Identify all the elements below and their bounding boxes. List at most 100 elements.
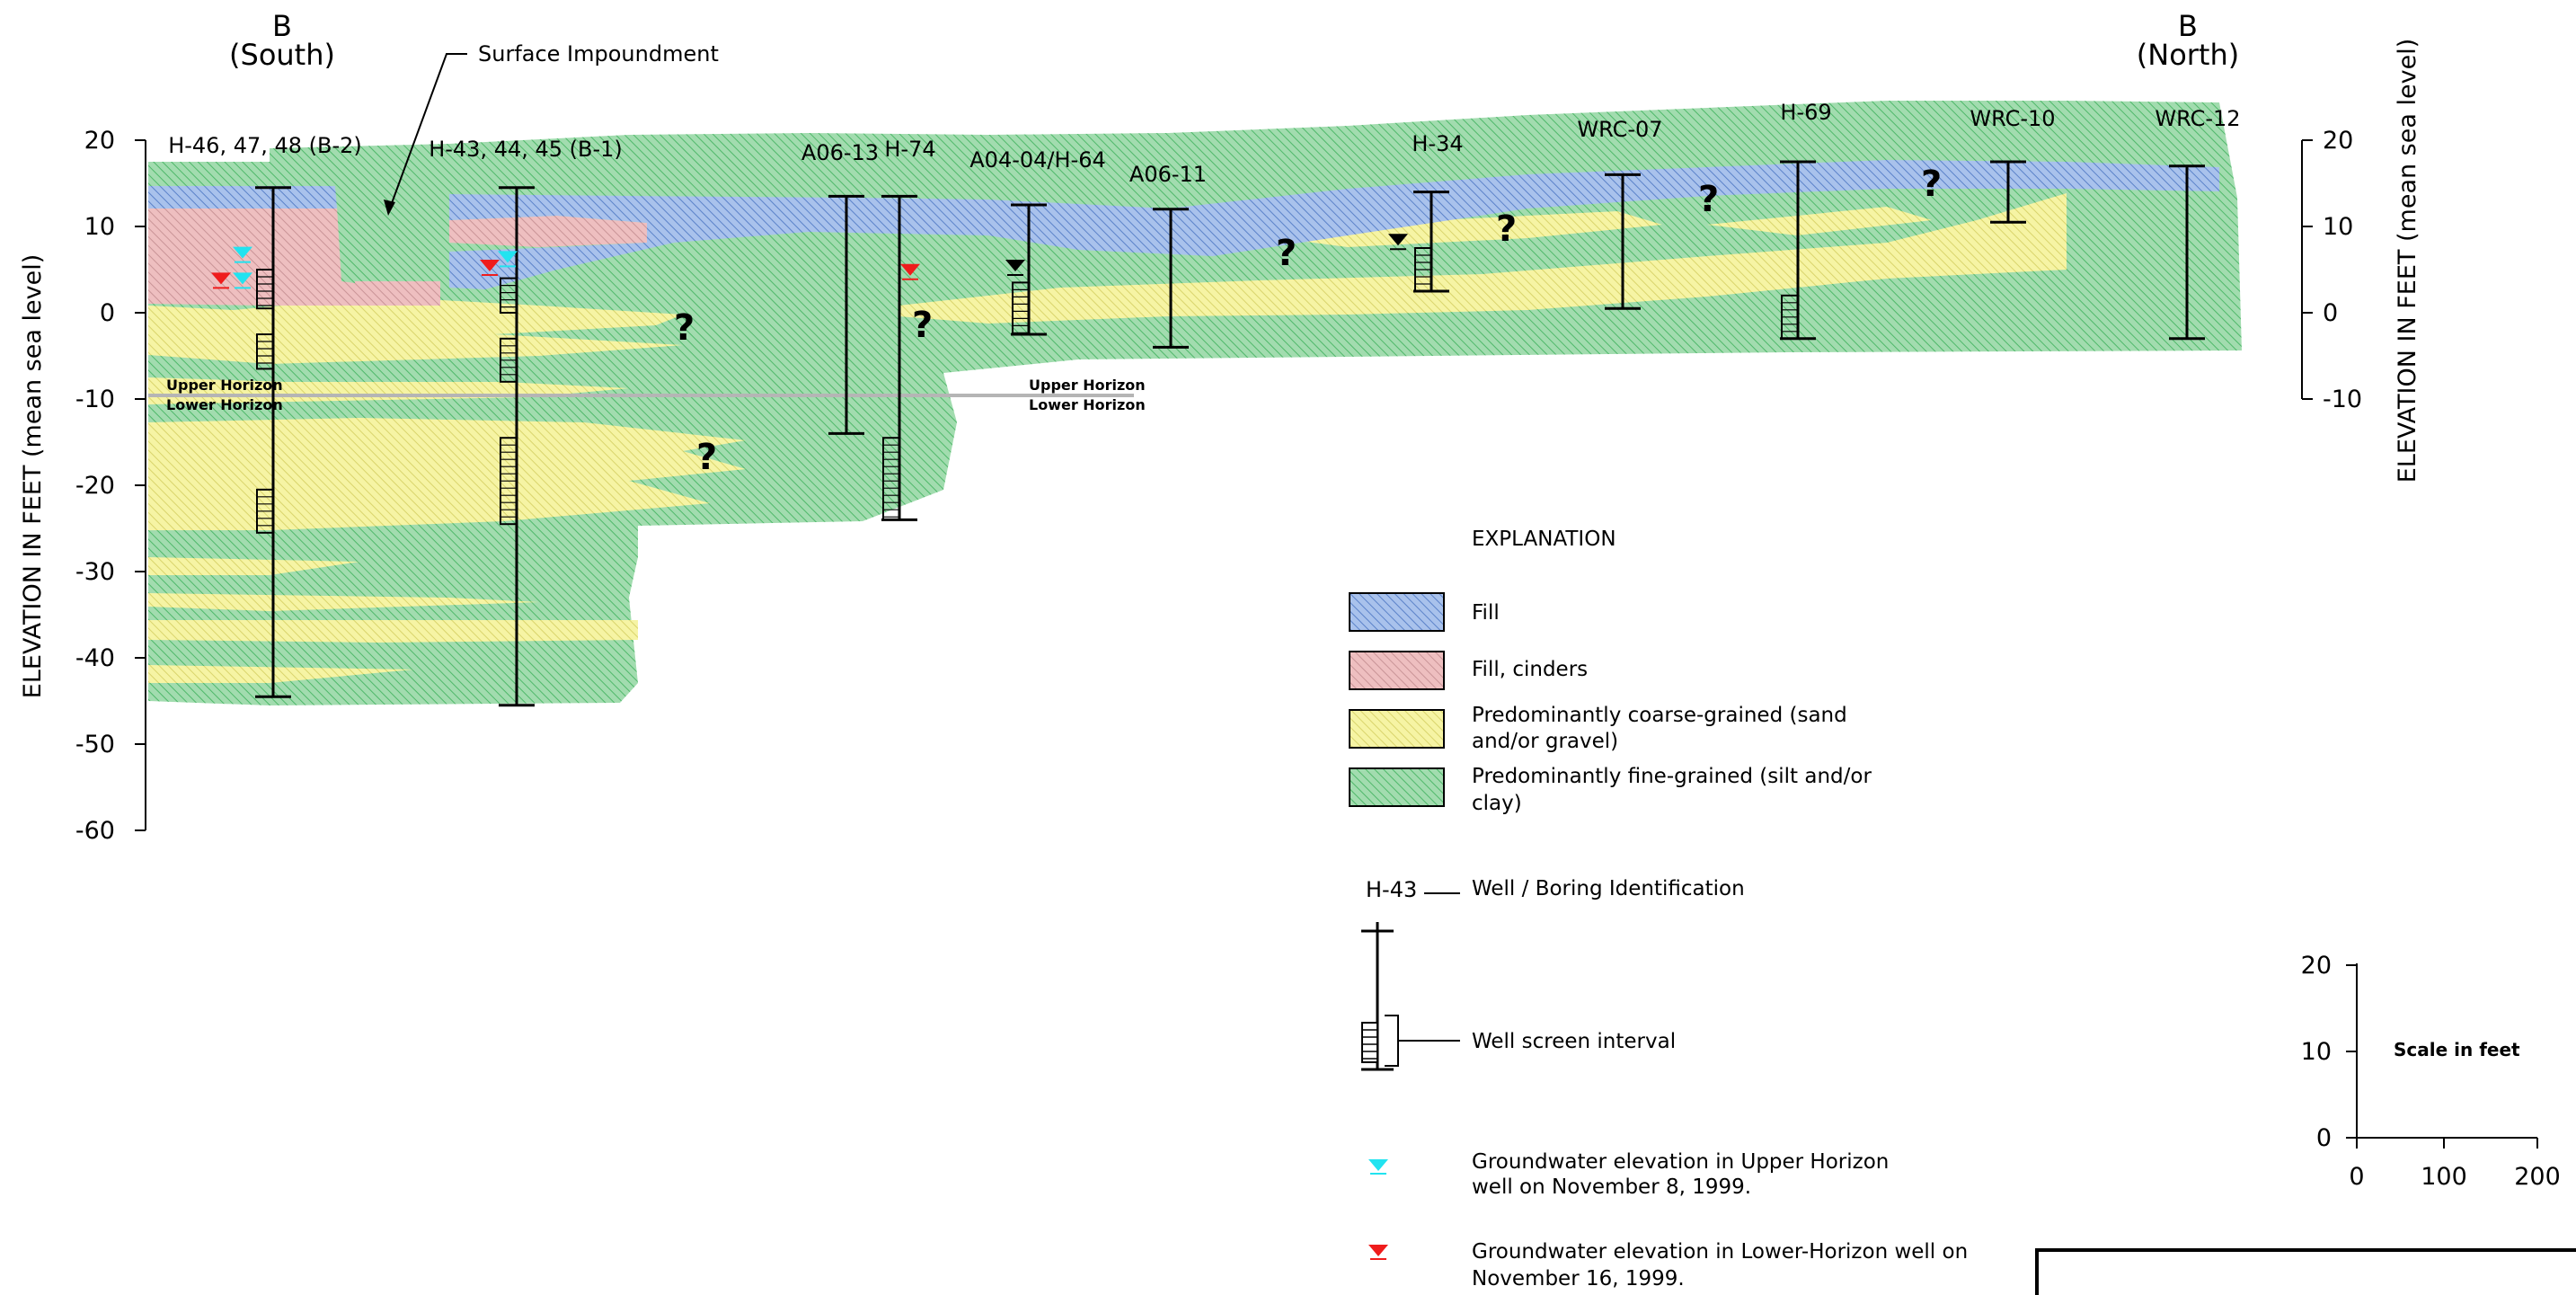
well: H-74 bbox=[881, 137, 936, 521]
legend-swatch-fill bbox=[1349, 592, 1445, 632]
y-tick-label: 20 bbox=[2323, 127, 2353, 155]
legend-label-fill: Fill bbox=[1472, 601, 1500, 625]
lower-groundwater-icon bbox=[211, 272, 231, 285]
well: H-46, 47, 48 (B-2) bbox=[168, 133, 362, 698]
lower-horizon-label-left: Lower Horizon bbox=[166, 396, 283, 413]
legend-label-upper-gw-cont: well on November 8, 1999. bbox=[1472, 1175, 1751, 1199]
upper-horizon-label-left: Upper Horizon bbox=[166, 377, 283, 394]
surface-impoundment-label: Surface Impoundment bbox=[478, 41, 719, 67]
legend-label-well-ident: Well / Boring Identification bbox=[1472, 877, 1745, 900]
well: WRC-12 bbox=[2155, 106, 2241, 341]
layer-fill-cinders bbox=[148, 171, 2031, 306]
explanation-legend: EXPLANATION Fill Fill, cinders Predomina… bbox=[1349, 528, 1968, 1291]
upper-groundwater-icon bbox=[233, 272, 252, 285]
legend-swatch-fill-cinders bbox=[1349, 651, 1445, 690]
section-start-direction: (South) bbox=[229, 38, 335, 72]
y-tick-label: -20 bbox=[75, 472, 115, 500]
lower-groundwater-icon bbox=[900, 263, 920, 276]
legend-well-screen-slots bbox=[1362, 1029, 1377, 1060]
well-id-label: H-43, 44, 45 (B-1) bbox=[429, 137, 623, 162]
y-axis-label-left: ELEVATION IN FEET (mean sea level) bbox=[19, 254, 47, 698]
well-id-label: WRC-07 bbox=[1577, 117, 1662, 142]
y-tick-label: 10 bbox=[84, 213, 115, 241]
scale-horizontal-label: 0 bbox=[2349, 1163, 2364, 1191]
well-screen bbox=[500, 277, 518, 315]
uncertain-contact-mark: ? bbox=[912, 305, 933, 346]
upper-groundwater-icon bbox=[1368, 1159, 1388, 1171]
section-end-label: B bbox=[2178, 9, 2198, 43]
lower-horizon-label-right: Lower Horizon bbox=[1029, 396, 1146, 413]
arrow-head-icon bbox=[384, 200, 395, 216]
well-id-label: H-34 bbox=[1412, 131, 1463, 156]
legend-well-screen bbox=[1361, 1022, 1378, 1063]
well-id-label: A06-11 bbox=[1129, 162, 1207, 187]
scale-title: Scale in feet bbox=[2394, 1039, 2520, 1060]
scale-horizontal-label: 100 bbox=[2421, 1163, 2467, 1191]
section-end-direction: (North) bbox=[2137, 38, 2239, 72]
section-start-label: B bbox=[272, 9, 292, 43]
well: H-69 bbox=[1780, 100, 1832, 341]
scale-vertical-label: 0 bbox=[2316, 1124, 2332, 1152]
uncertain-contact-mark: ? bbox=[1921, 164, 1942, 205]
uncertain-contact-mark: ? bbox=[1698, 179, 1719, 220]
title-block-border bbox=[2035, 1248, 2576, 1295]
well: H-34 bbox=[1412, 131, 1464, 293]
uncertain-contact-mark: ? bbox=[1496, 208, 1517, 250]
layer-fill bbox=[148, 160, 2219, 289]
y-tick-label: -60 bbox=[75, 817, 115, 845]
y-tick-label: 0 bbox=[2323, 299, 2338, 327]
y-tick-label: -30 bbox=[75, 558, 115, 586]
well: A06-13 bbox=[801, 140, 879, 435]
lower-groundwater-icon bbox=[1368, 1245, 1388, 1256]
well-id-label: H-46, 47, 48 (B-2) bbox=[168, 133, 362, 158]
legend-well-example-id: H-43 bbox=[1366, 877, 1417, 902]
legend-screen-bracket bbox=[1385, 1015, 1399, 1067]
upper-groundwater-icon bbox=[233, 246, 252, 259]
y-tick-label: -40 bbox=[75, 644, 115, 672]
y-tick-label: -10 bbox=[2323, 386, 2362, 413]
upper-groundwater-icon bbox=[498, 251, 518, 263]
well: A04-04/H-64 bbox=[969, 147, 1106, 336]
legend-swatch-coarse bbox=[1349, 709, 1445, 749]
surface-impoundment-leader-line bbox=[387, 53, 467, 214]
lower-groundwater-icon bbox=[480, 260, 500, 271]
well: H-43, 44, 45 (B-1) bbox=[429, 137, 623, 707]
y-tick-label: -10 bbox=[75, 386, 115, 413]
well-screen bbox=[256, 333, 274, 370]
layer-coarse-grained bbox=[148, 193, 2067, 683]
legend-swatch-fine bbox=[1349, 767, 1445, 807]
y-tick-label: 20 bbox=[84, 127, 115, 155]
y-tick-label: 10 bbox=[2323, 213, 2353, 241]
legend-title: EXPLANATION bbox=[1472, 528, 1616, 551]
legend-label-coarse-cont: and/or gravel) bbox=[1472, 730, 1618, 753]
scale-horizontal-label: 200 bbox=[2514, 1163, 2561, 1191]
well: WRC-10 bbox=[1970, 106, 2056, 224]
well-id-label: WRC-10 bbox=[1970, 106, 2055, 131]
well-screen bbox=[882, 437, 900, 521]
well-id-label: H-69 bbox=[1780, 100, 1831, 125]
well-screen bbox=[256, 269, 274, 310]
legend-label-screen: Well screen interval bbox=[1472, 1030, 1676, 1053]
well-id-label: H-74 bbox=[884, 137, 935, 162]
legend-label-lower-gw-cont: November 16, 1999. bbox=[1472, 1267, 1685, 1291]
wells-group: H-46, 47, 48 (B-2) H-43, 44, 45 (B-1) A06-… bbox=[168, 100, 2241, 707]
upper-horizon-label-right: Upper Horizon bbox=[1029, 377, 1146, 394]
layer-fine-grained bbox=[148, 101, 2242, 705]
legend-label-upper-gw: Groundwater elevation in Upper Horizon bbox=[1472, 1150, 1889, 1174]
uncertain-contact-mark: ? bbox=[674, 307, 695, 349]
legend-label-fine: Predominantly fine-grained (silt and/or bbox=[1472, 765, 1872, 788]
uncertain-contact-mark: ? bbox=[696, 437, 717, 478]
well-screen bbox=[1012, 281, 1030, 335]
scale-vertical-label: 10 bbox=[2301, 1038, 2332, 1066]
scale-vertical-label: 20 bbox=[2301, 952, 2332, 980]
well-id-label: A06-13 bbox=[801, 140, 879, 165]
water-level-markers bbox=[211, 234, 1408, 289]
uncertain-contact-mark: ? bbox=[1276, 233, 1297, 274]
legend-label-fine-cont: clay) bbox=[1472, 792, 1522, 815]
well: WRC-07 bbox=[1577, 117, 1663, 310]
legend-label-coarse: Predominantly coarse-grained (sand bbox=[1472, 704, 1847, 727]
black-groundwater-icon bbox=[1005, 260, 1025, 271]
